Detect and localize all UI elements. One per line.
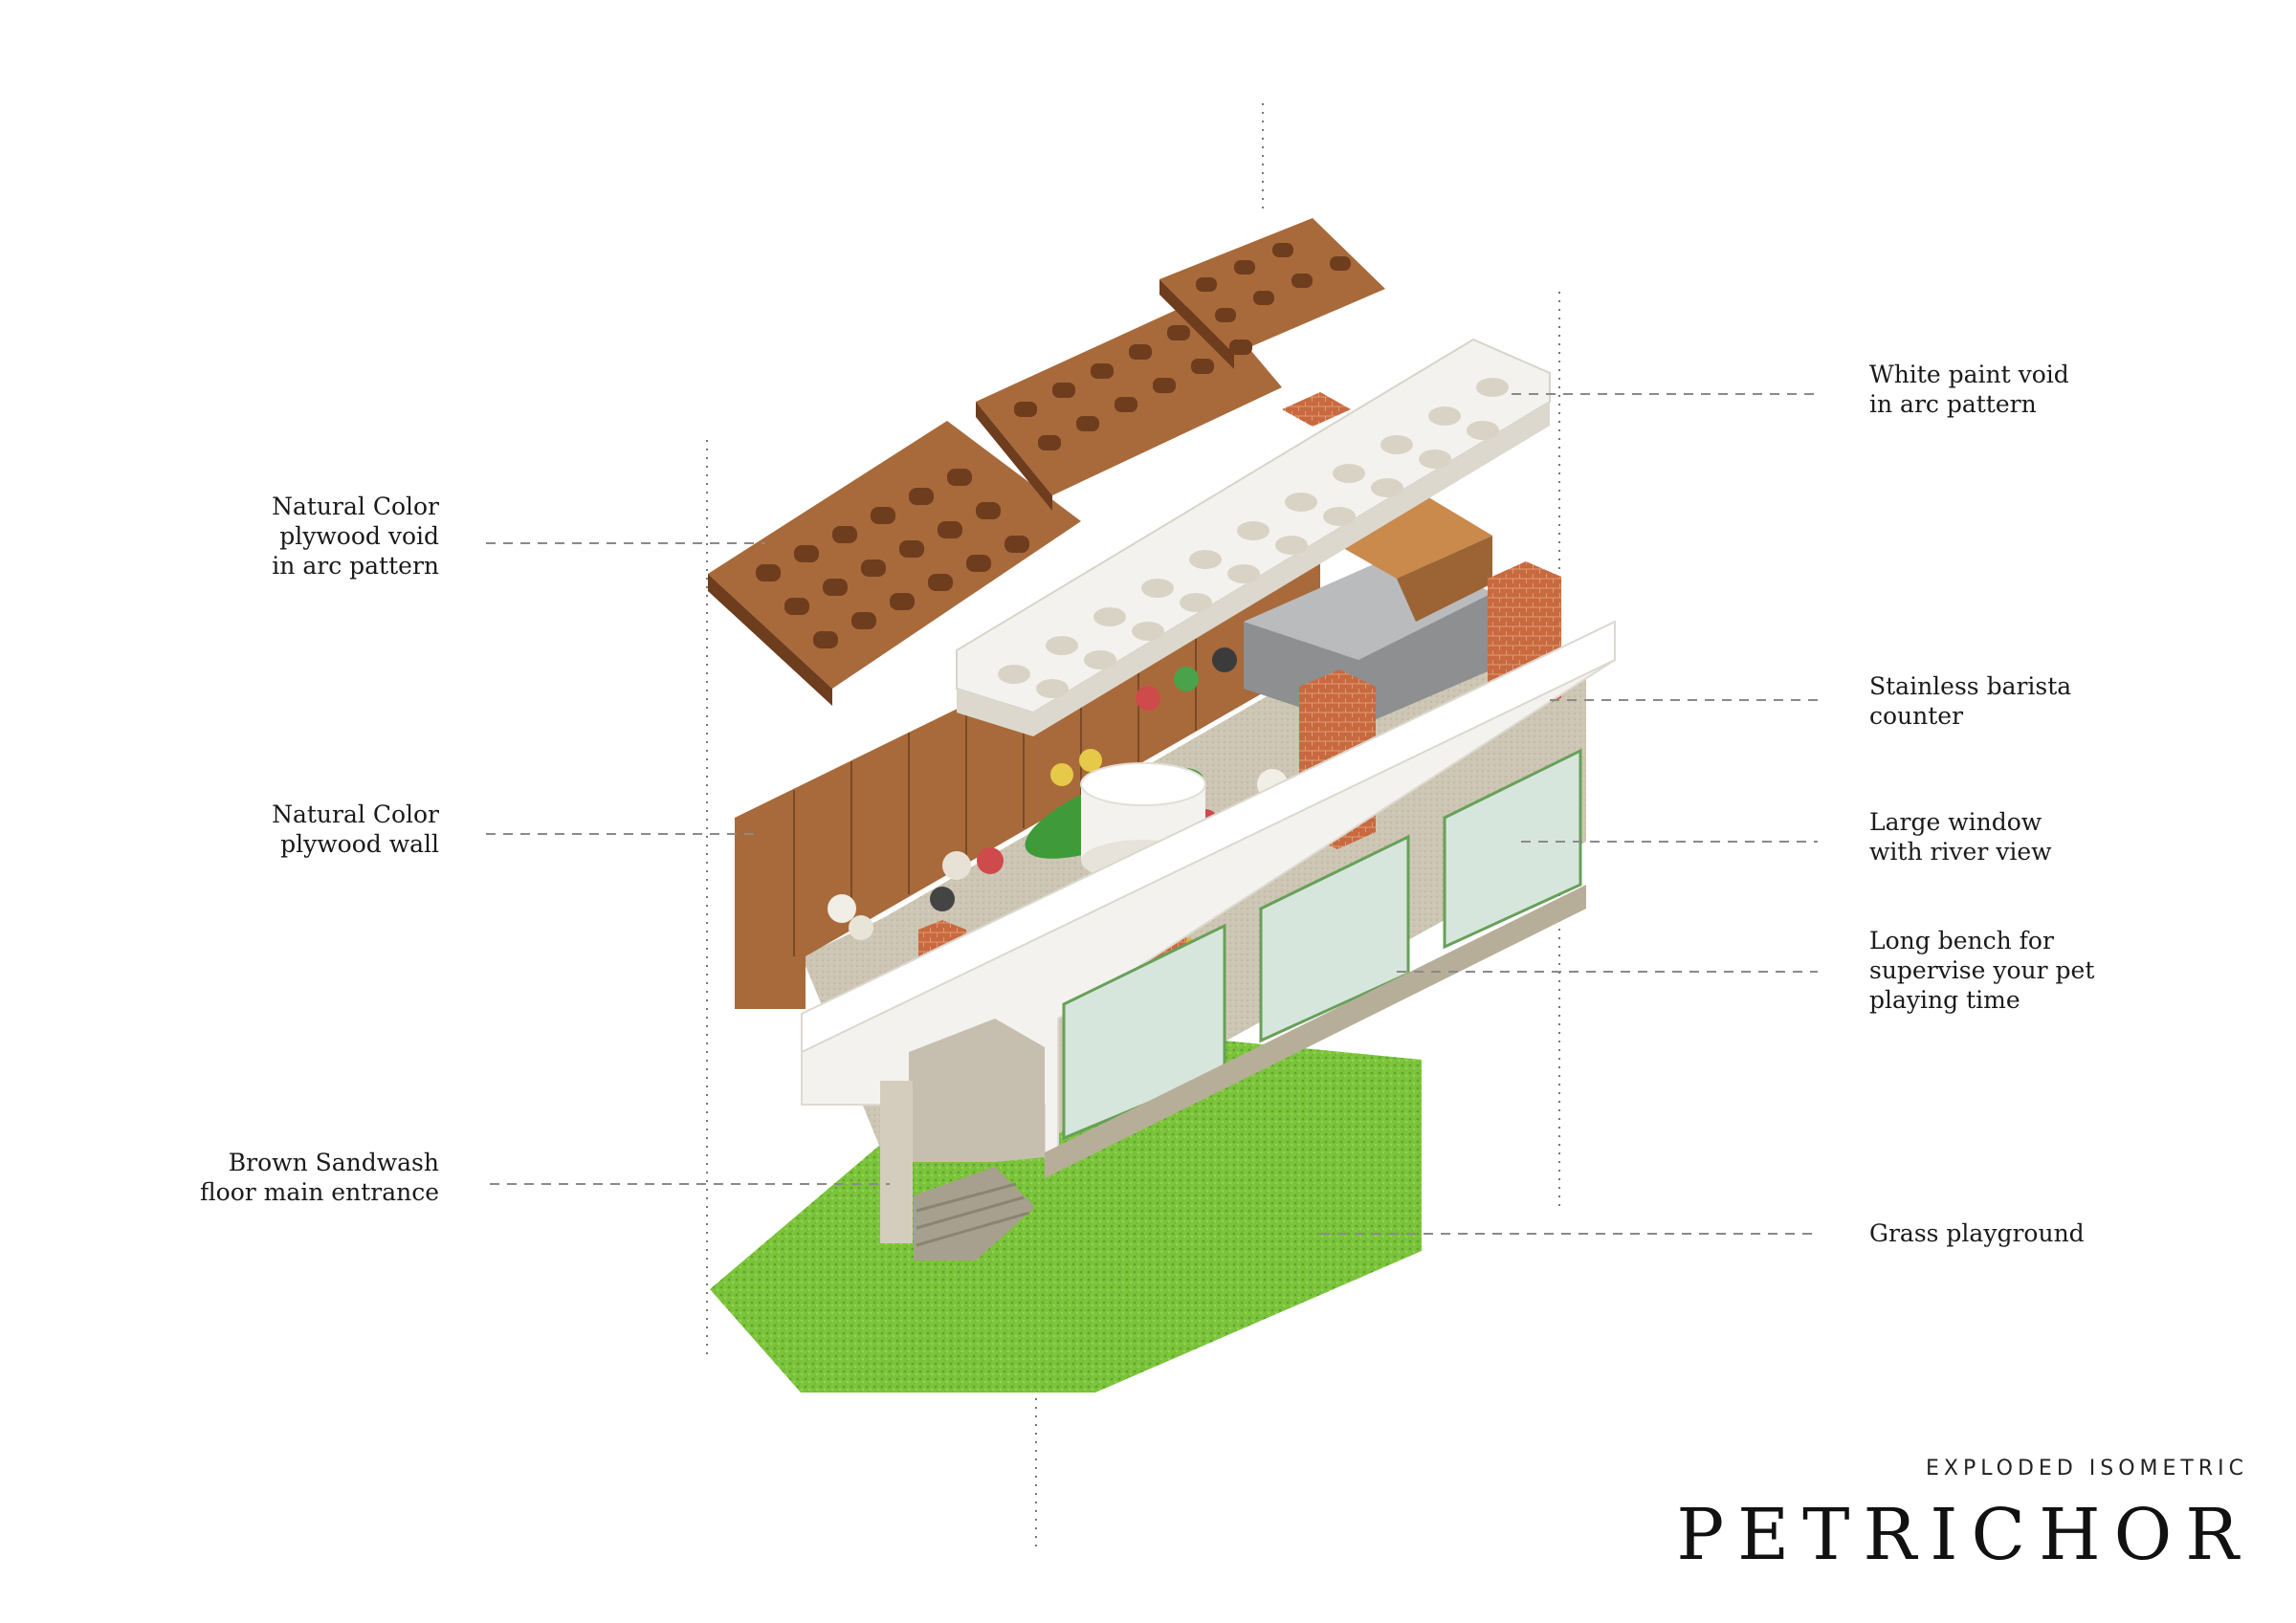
callout-long-bench: Long bench for supervise your pet playin…: [1869, 927, 2095, 1014]
callout-river-window: Large window with river view: [1869, 808, 2052, 866]
callout-ceiling-plywood: Natural Color plywood void in arc patter…: [272, 493, 439, 580]
ground-floor: [735, 495, 1616, 1243]
step-lines: [916, 1182, 1030, 1247]
counter-canopy-side: [1397, 536, 1492, 622]
callout-white-void: White paint void in arc pattern: [1869, 361, 2069, 418]
drawing-type-subtitle: EXPLODED ISOMETRIC: [1925, 1457, 2248, 1480]
callout-grass: Grass playground: [1869, 1219, 2085, 1247]
plywood-panel-edge: [976, 402, 1052, 511]
guide-lines: [706, 103, 1560, 1549]
plywood-ceiling: [708, 218, 1385, 706]
counter-canopy: [1330, 495, 1492, 579]
plywood-panel-edge: [708, 574, 832, 706]
plywood-panel: [1159, 218, 1385, 354]
front-parapet: [801, 620, 1616, 1054]
white-void-ceiling: [956, 338, 1551, 736]
project-title: PETRICHOR: [1676, 1494, 2252, 1576]
main-entrance-door: [909, 1019, 1045, 1162]
grass-surface: [710, 1021, 1422, 1393]
long-bench: [1045, 885, 1586, 1178]
plywood-panel-edge: [1159, 279, 1234, 369]
entrance-wall: [880, 1081, 913, 1243]
callout-entrance-floor: Brown Sandwash floor main entrance: [199, 1149, 439, 1206]
callout-barista-counter: Stainless barista counter: [1869, 672, 2072, 730]
leader-lines: [486, 393, 1818, 1235]
window: [1443, 748, 1582, 950]
grass-playground: [710, 1021, 1422, 1393]
plywood-panel: [708, 421, 1081, 689]
plywood-void-cells: [756, 243, 1351, 648]
white-void-cells: [998, 378, 1509, 698]
brick-cap: [1282, 392, 1351, 427]
callout-plywood-wall: Natural Color plywood wall: [272, 801, 439, 858]
